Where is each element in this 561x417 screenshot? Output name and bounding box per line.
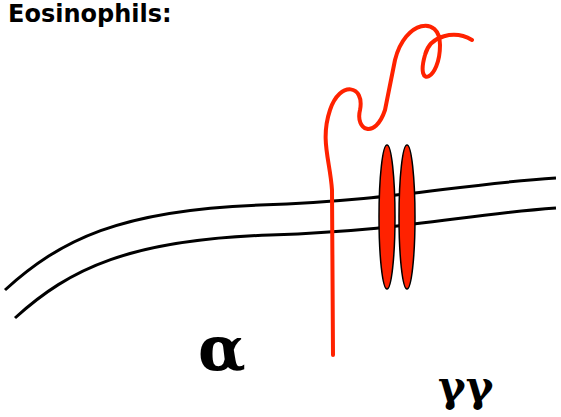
gamma-chain [379,145,395,289]
gamma-chain [399,145,415,289]
chain-label: α [198,318,246,380]
cell-type-heading: Eosinophils: [8,2,172,26]
chain-label: γγ [438,366,493,408]
alpha-chain [326,26,472,355]
membrane-line [15,208,556,318]
